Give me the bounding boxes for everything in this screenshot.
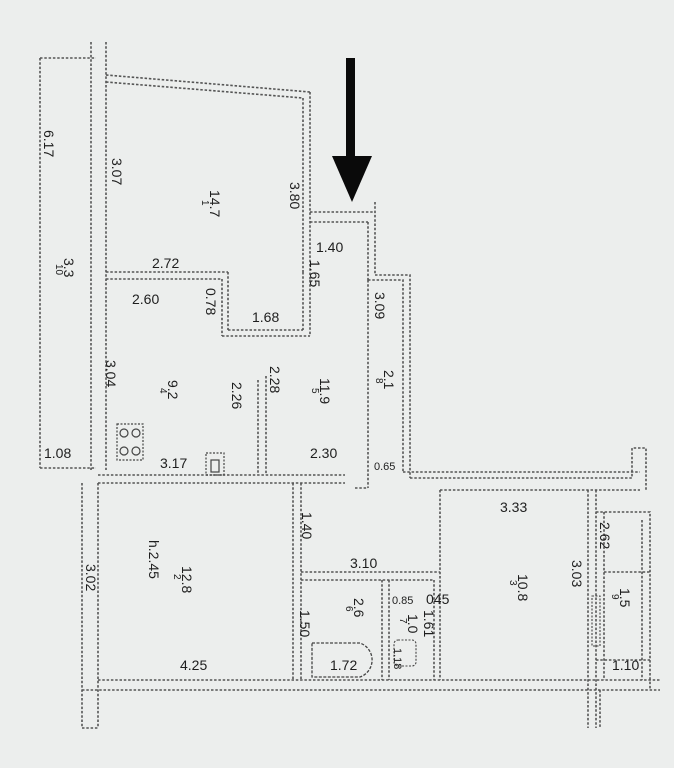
dim-1-72: 1.72: [330, 657, 357, 673]
dim-1-61: 1.61: [421, 610, 437, 637]
room-7-number: 7: [397, 618, 408, 624]
dim-1-40-mid: 1.40: [299, 512, 315, 539]
dim-3-80: 3.80: [287, 182, 303, 209]
sink-icon: [205, 452, 225, 476]
dim-3-33: 3.33: [500, 499, 527, 515]
loggia-outline: [39, 57, 96, 469]
dim-1-50: 1.50: [297, 610, 313, 637]
dim-0-78: 0.78: [203, 288, 219, 315]
bathtub-icon: [311, 642, 373, 678]
room-9-label: 9 1.5: [609, 588, 633, 608]
dim-1-10: 1.10: [612, 657, 639, 673]
balcony-door-icon: [591, 595, 601, 647]
wall-room6-room7: [381, 580, 390, 680]
dim-3-02: 3.02: [83, 564, 99, 591]
room-5-label: 5 11.9: [309, 378, 333, 404]
dim-3-03: 3.03: [569, 560, 585, 587]
room-3-label: 3 10.8: [507, 574, 531, 601]
room-3-area: 10.8: [515, 574, 531, 601]
wall-corridor-right: [367, 202, 376, 280]
dim-2-26: 2.26: [229, 382, 245, 409]
wall-room1-room4: [106, 271, 228, 280]
wall-corridor-top: [310, 211, 375, 223]
stove-icon: [116, 423, 144, 461]
room-10-area: 3.3: [61, 258, 77, 278]
dim-1-68: 1.68: [252, 309, 279, 325]
wall-niche: [221, 272, 311, 337]
dim-4-25: 4.25: [180, 657, 207, 673]
room-4-area: 9.2: [165, 380, 181, 400]
room-3-number: 3: [507, 580, 518, 586]
room-9-number: 9: [609, 594, 620, 600]
room-6-area: 2.6: [351, 598, 367, 618]
dim-6-17: 6.17: [41, 130, 57, 157]
dim-3-09: 3.09: [372, 292, 388, 319]
room-4-label: 4 9.2: [157, 380, 181, 400]
dim-0-85: 0.85: [392, 595, 413, 607]
room-5-area: 11.9: [317, 378, 333, 404]
room-10-number: 10: [53, 264, 64, 276]
wall-room9: [596, 511, 651, 690]
room-8-number: 8: [373, 378, 384, 384]
wall-room8: [367, 274, 411, 488]
wall-room3-right: [587, 490, 597, 728]
wall-room4-room5: [257, 376, 267, 475]
dim-1-65: 1.65: [307, 260, 323, 287]
dim-045: 045: [426, 591, 450, 607]
entrance-arrow-icon: [332, 58, 372, 202]
wall-left-lower: [81, 483, 99, 729]
room-2-height: h.2.45: [146, 540, 162, 579]
room-4-number: 4: [157, 388, 168, 394]
dim-2-28: 2.28: [267, 366, 283, 393]
room-8-area: 2.1: [381, 370, 397, 390]
wall-right-step: [403, 447, 647, 490]
wall-right-room1: [302, 92, 311, 280]
wall-bottom: [82, 679, 660, 728]
dim-2-72: 2.72: [152, 255, 179, 271]
room-2-number: 2: [171, 574, 182, 580]
room-6-label: 6 2.6: [343, 598, 367, 618]
room-9-area: 1.5: [617, 588, 633, 608]
dim-1-40-top: 1.40: [316, 239, 343, 255]
dim-2-30: 2.30: [310, 445, 337, 461]
room-1-label: 1 14.7: [199, 190, 223, 217]
dim-2-60: 2.60: [132, 291, 159, 307]
room-6-number: 6: [343, 606, 354, 612]
dim-0-65: 0.65: [374, 461, 395, 473]
room-7-label: 7 1.0: [397, 614, 421, 634]
room-10-label: 10 3.3: [53, 258, 77, 278]
dim-3-07: 3.07: [109, 158, 125, 185]
room-5-number: 5: [309, 388, 320, 394]
dim-3-10: 3.10: [350, 555, 377, 571]
room-1-area: 14.7: [207, 190, 223, 217]
wall-mid-horizontal: [98, 474, 368, 489]
dim-1-18: 1.18: [391, 648, 403, 669]
room-7-area: 1.0: [405, 614, 421, 634]
wall-left-upper: [90, 42, 107, 470]
room-8-label: 8 2.1: [373, 370, 397, 390]
wall-bath-block: [301, 490, 441, 680]
room-2-area: 12.8: [179, 566, 195, 593]
wall-room2-right: [292, 483, 302, 680]
dim-3-04: 3.04: [103, 360, 119, 387]
dim-3-17: 3.17: [160, 455, 187, 471]
wall-top-room1: [105, 74, 311, 99]
dim-2-62: 2.62: [597, 522, 613, 549]
room-1-number: 1: [199, 200, 210, 206]
toilet-icon: [393, 639, 417, 667]
walls: [39, 42, 660, 729]
dim-1-08: 1.08: [44, 445, 71, 461]
dimension-labels: 6.17 3.07 3.80 1.65 0.78 3.09 3.04 2.28 …: [41, 130, 639, 673]
room-2-label: h.2.45 2 12.8: [146, 540, 195, 593]
